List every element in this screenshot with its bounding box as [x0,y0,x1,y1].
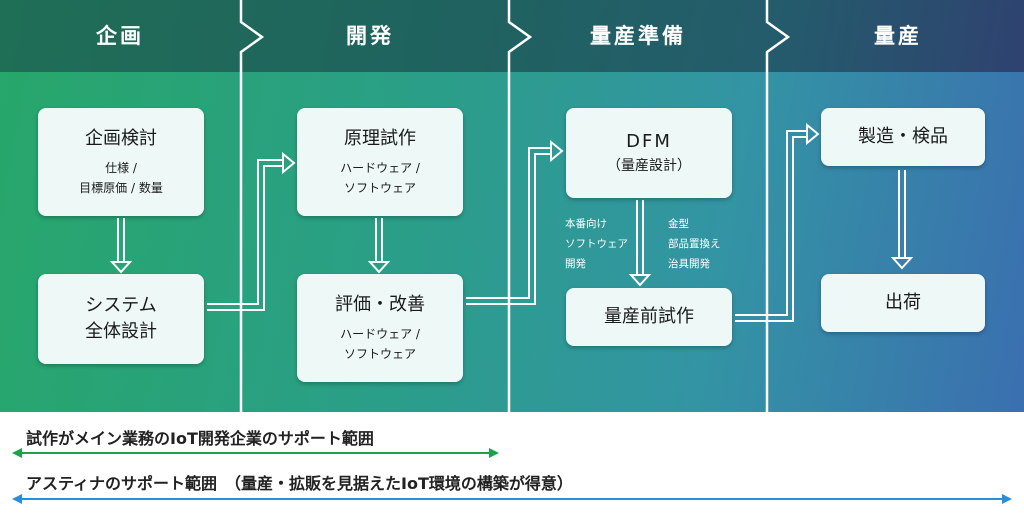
box-manufacturing: 製造・検品 [821,108,985,166]
phase-header-band [0,0,1024,72]
note-software: 本番向け ソフトウェア 開発 [565,218,628,270]
box-pre-production: 量産前試作 [566,288,732,346]
box-shipping: 出荷 [821,274,985,332]
box-title: システム 全体設計 [85,295,157,342]
box-subtitle: 仕様 / 目標原価 / 数量 [79,161,163,195]
arrow-system-to-prototype [207,151,296,311]
phase-divider-3 [765,0,791,412]
box-subtitle: ハードウェア / ソフトウェア [340,161,420,195]
box-title: 出荷 [885,292,921,313]
arrow-planning-to-system [109,218,133,274]
phase-mass-production: 量産 [874,24,922,48]
range-label-iot-partner: 試作がメイン業務のIoT開発企業のサポート範囲 [26,429,374,448]
phase-mass-prep: 量産準備 [590,24,686,48]
arrow-manufacturing-to-shipping [890,170,914,270]
range-label-astina: アスティナのサポート範囲 （量産・拡販を見据えたIoT環境の構築が得意） [26,474,573,493]
note-hardware: 金型 部品置換え 治具開発 [668,218,721,270]
box-system-design: システム 全体設計 [38,274,204,364]
box-title: DFM [626,131,672,152]
arrow-preproduction-to-manufacturing [735,122,820,322]
phase-divider-2 [507,0,533,412]
box-planning-review: 企画検討 仕様 / 目標原価 / 数量 [38,108,204,216]
range-arrow-astina [12,494,1012,504]
box-dfm: DFM （量産設計） [566,108,732,198]
range-arrow-iot-partner [12,448,499,458]
box-title: 原理試作 [344,128,416,149]
arrow-prototype-to-evaluation [367,218,391,274]
phase-development: 開発 [346,24,394,48]
box-evaluation: 評価・改善 ハードウェア / ソフトウェア [297,274,463,382]
phase-planning: 企画 [96,24,144,48]
arrow-evaluation-to-dfm [466,139,564,305]
box-prototype: 原理試作 ハードウェア / ソフトウェア [297,108,463,216]
box-title: 評価・改善 [335,294,425,315]
box-title: 量産前試作 [604,306,694,327]
box-title: 企画検討 [85,128,157,149]
phase-divider-1 [239,0,265,412]
box-title: 製造・検品 [858,126,948,147]
box-subtitle: ハードウェア / ソフトウェア [340,327,420,361]
box-subtitle: （量産設計） [607,158,691,174]
arrow-dfm-to-preproduction [628,200,652,287]
